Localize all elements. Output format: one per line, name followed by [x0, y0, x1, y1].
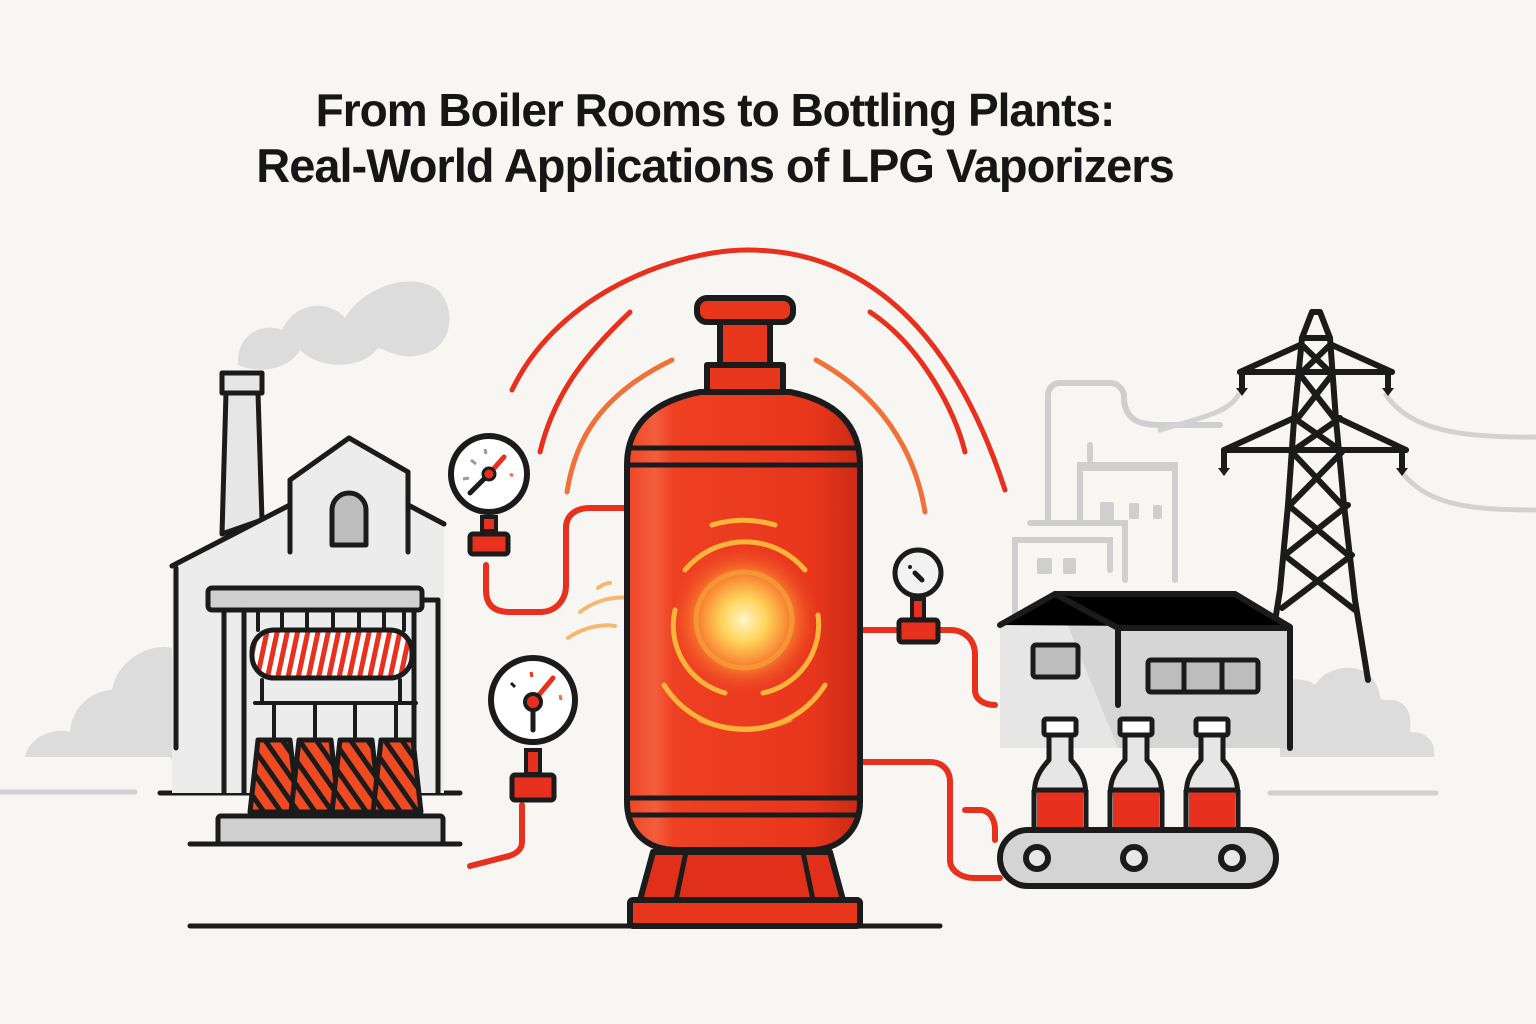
transmission-tower-icon: [1221, 309, 1409, 683]
flame-glow-icon: [661, 517, 828, 733]
background-buildings-icon: [1012, 380, 1223, 643]
pressure-gauge-lower-left-icon: [488, 655, 578, 803]
bottle-icon: [1031, 716, 1241, 833]
page-title: From Boiler Rooms to Bottling Plants: Re…: [0, 82, 1430, 194]
title-line-1: From Boiler Rooms to Bottling Plants:: [315, 84, 1116, 136]
power-lines: [1157, 392, 1536, 513]
title-line-2: Real-World Applications of LPG Vaporizer…: [256, 139, 1174, 192]
smoke-cloud-icon: [237, 281, 450, 370]
pressure-gauge-upper-left-icon: [448, 433, 530, 557]
cloud-left-icon: [25, 646, 180, 780]
conveyor-belt-icon: [997, 827, 1279, 889]
bottling-plant-icon: [997, 591, 1293, 751]
pipes: [467, 505, 1003, 881]
heat-wave-icon: [509, 247, 1008, 640]
tower-insulators: [1218, 388, 1408, 476]
pressure-gauge-right-icon: [892, 547, 944, 645]
boiler-room-factory-icon: [169, 370, 463, 847]
cloud-right-icon: [1280, 667, 1435, 757]
background-windows: [1037, 502, 1162, 574]
